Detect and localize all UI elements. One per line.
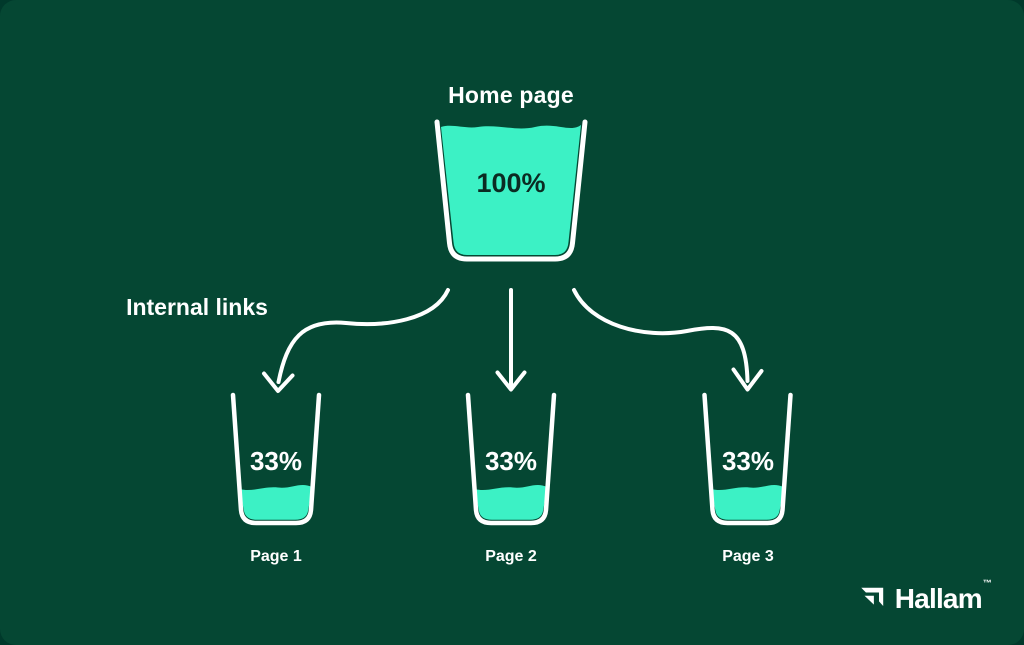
page2-glass-liquid <box>474 484 548 520</box>
arrowhead-3 <box>731 367 764 392</box>
home-page-value: 100% <box>476 168 546 198</box>
arrow-to-page-2 <box>495 288 527 392</box>
page1-value: 33% <box>249 446 303 476</box>
arrowhead-2 <box>495 370 527 392</box>
page2-glass <box>465 392 557 526</box>
page3-value: 33% <box>721 446 775 476</box>
home-glass-liquid <box>441 125 581 255</box>
internal-links-label: Internal links <box>126 294 268 320</box>
page3-glass <box>702 392 793 526</box>
page2-value: 33% <box>484 446 538 476</box>
page1-glass-liquid <box>239 484 313 520</box>
page3-glass-liquid <box>711 484 784 520</box>
arrowhead-1 <box>262 371 295 393</box>
arrow-to-page-3 <box>572 288 764 392</box>
trademark-symbol: ™ <box>982 578 992 588</box>
hallam-wordmark-text: Hallam <box>894 583 983 614</box>
hallam-wordmark: Hallam™ <box>894 579 992 614</box>
hallam-logo: Hallam™ <box>858 579 992 614</box>
page1-label: Page 1 <box>250 548 302 565</box>
arrow-to-page-1 <box>262 288 450 393</box>
page1-glass <box>230 392 322 526</box>
hallam-arrow-icon <box>861 587 883 606</box>
home-glass <box>434 119 588 262</box>
page3-label: Page 3 <box>722 548 774 565</box>
home-page-label: Home page <box>448 82 574 108</box>
page2-label: Page 2 <box>485 548 537 565</box>
